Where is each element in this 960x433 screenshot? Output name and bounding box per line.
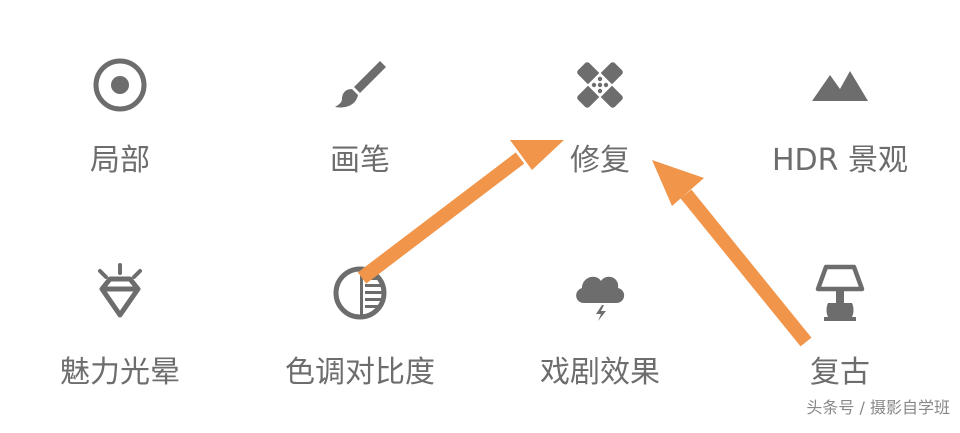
tool-label: 复古 [810, 355, 870, 390]
tool-vintage[interactable]: 复古 [720, 263, 960, 433]
tool-label: 局部 [90, 143, 150, 178]
watermark: 头条号 / 摄影自学班 [806, 398, 950, 417]
tool-glamour-glow[interactable]: 魅力光晕 [0, 263, 240, 433]
vintage-lamp-icon [810, 263, 870, 323]
tonal-contrast-icon [330, 263, 390, 323]
tool-healing[interactable]: 修复 [480, 55, 720, 225]
tool-label: 魅力光晕 [60, 355, 180, 390]
mountains-icon [810, 55, 870, 115]
tool-label: 画笔 [330, 143, 390, 178]
selective-target-icon [90, 55, 150, 115]
tool-selective[interactable]: 局部 [0, 55, 240, 225]
tool-label: 修复 [570, 143, 630, 178]
tool-drama[interactable]: 戏剧效果 [480, 263, 720, 433]
tool-label: 戏剧效果 [540, 355, 660, 390]
tool-label: HDR 景观 [771, 143, 909, 178]
brush-icon [330, 55, 390, 115]
tool-brush[interactable]: 画笔 [240, 55, 480, 225]
tool-label: 色调对比度 [285, 355, 435, 390]
storm-cloud-icon [570, 263, 630, 323]
tool-hdr-scape[interactable]: HDR 景观 [720, 55, 960, 225]
healing-bandage-icon [570, 55, 630, 115]
diamond-glow-icon [90, 263, 150, 323]
tool-tonal-contrast[interactable]: 色调对比度 [240, 263, 480, 433]
